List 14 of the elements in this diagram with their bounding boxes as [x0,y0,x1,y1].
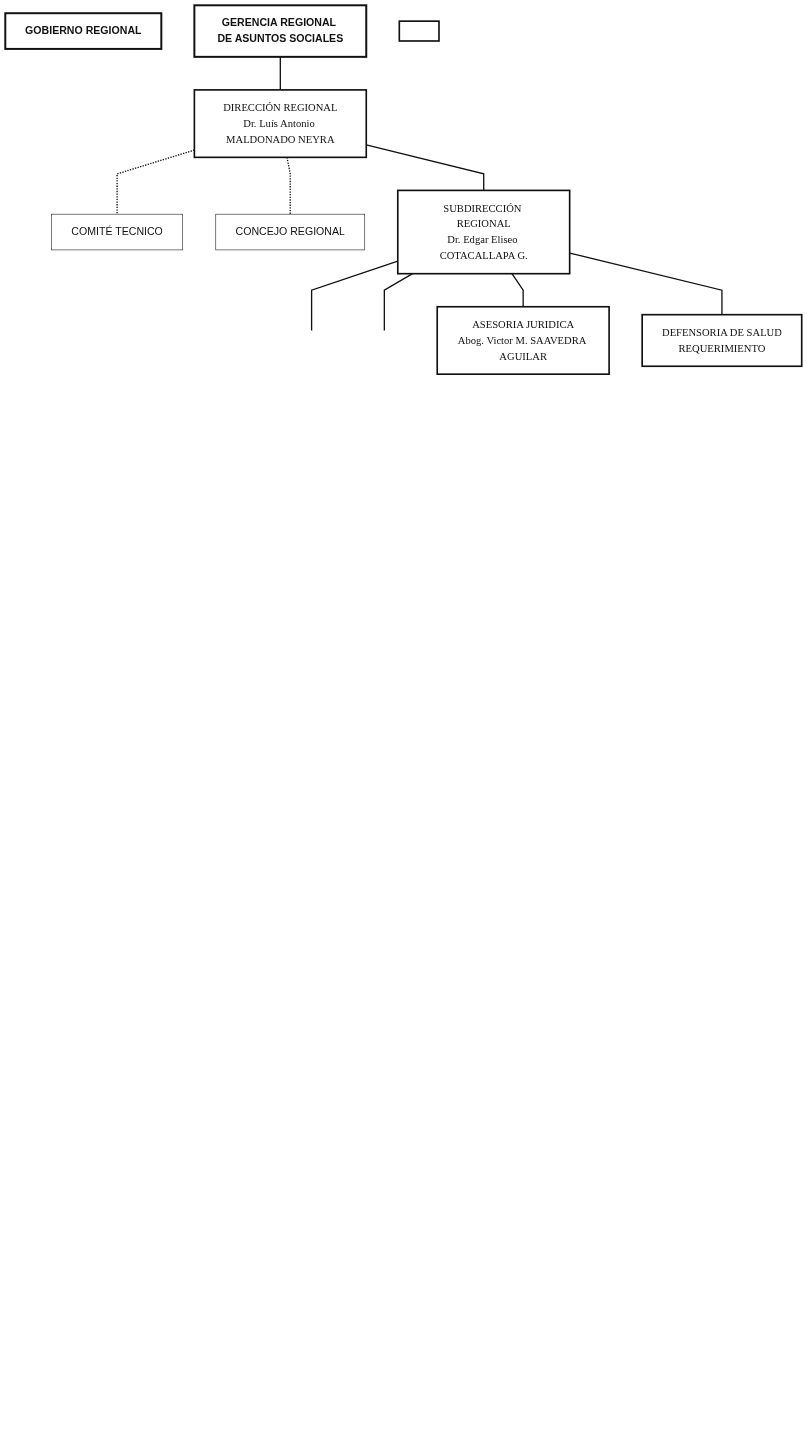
node-box: SUBDIRECCIÓN REGIONAL Dr. Edgar Eliseo COTACALLAPA G. [396,189,571,275]
connector [286,156,291,215]
connector [383,273,414,332]
node-box [398,20,440,42]
node-box: DEFENSORIA DE SALUD REQUERIMIENTO [641,313,803,368]
node-box: ASESORIA JURIDICA Abog. Victor M. SAAVEDRA AGUILAR [436,305,610,375]
node-box: DIRECCIÓN REGIONAL Dr. Luís Antonio MALDONADO NEYRA [193,89,368,159]
node-box: COMITÉ TECNICO [51,213,183,251]
connector [569,252,723,316]
node-box: GERENCIA REGIONAL DE ASUNTOS SOCIALES [193,4,368,58]
node-box: GOBIERNO REGIONAL [4,12,163,50]
node-box: CONCEJO REGIONAL [215,213,366,251]
connector [511,273,524,308]
connector [279,56,281,91]
